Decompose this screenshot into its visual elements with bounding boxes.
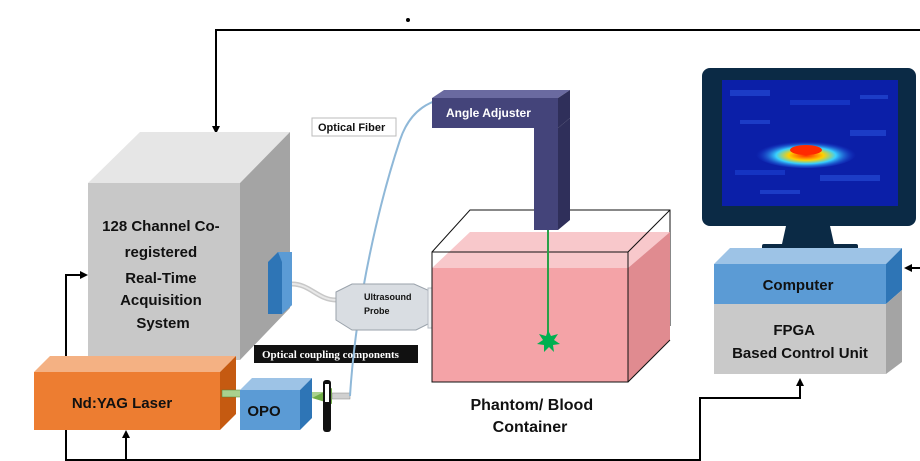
monitor-neck — [782, 226, 834, 244]
acq-front-face — [88, 183, 240, 360]
phantom-liquid-top — [432, 232, 670, 268]
wire-top-loop — [212, 29, 920, 134]
laser-box: Nd:YAG Laser — [34, 356, 236, 430]
fpga-label-line-1: FPGA — [773, 322, 815, 339]
opo-label: OPO — [247, 403, 281, 420]
laser-label: Nd:YAG Laser — [72, 395, 172, 412]
laser-top-face — [34, 356, 236, 372]
opo-front-face — [240, 390, 300, 430]
fpga-box: FPGA Based Control Unit — [714, 290, 902, 374]
opo-side-face — [300, 378, 312, 430]
screen-hotspot-core — [790, 145, 822, 155]
phantom-liquid-side — [628, 232, 670, 382]
screen-speckle — [730, 90, 888, 194]
laser-front-face — [34, 372, 220, 430]
probe-label-line-1: Ultrasound — [364, 292, 412, 302]
opo-box: OPO — [240, 378, 312, 430]
opo-top-face — [240, 378, 312, 390]
svg-text:128 Channel Co- register: 128 Channel Co- registered Real-Time Acq… — [102, 218, 224, 332]
phantom-liquid-front — [432, 268, 628, 382]
fpga-label-line-2: Based Control Unit — [732, 345, 868, 362]
coupling-lens-holder — [323, 380, 331, 432]
acq-label-line-4: Acquisition — [120, 292, 202, 309]
ultrasound-probe: Ultrasound Probe — [335, 283, 439, 331]
svg-text:FPGA Based Control Unit: FPGA Based Control Unit — [732, 322, 868, 362]
optical-fiber-label-box — [311, 117, 397, 137]
acq-top-face — [88, 132, 290, 183]
acq-label-line-3: Real-Time — [125, 270, 196, 287]
acq-label-line-2: registered — [125, 244, 198, 261]
svg-text:Ultrasound Probe: Ultrasound Probe — [364, 292, 414, 316]
phantom-label-line-1: Phantom/ Blood — [470, 397, 593, 414]
phantom-label-line-2: Container — [493, 419, 568, 436]
optical-coupling-label-bg — [254, 345, 418, 363]
acquisition-system-box: 128 Channel Co- registered Real-Time Acq… — [88, 132, 292, 360]
computer-box: Computer — [714, 248, 902, 304]
wire-laser-to-acquisition — [65, 271, 88, 356]
beam-laser-opo — [221, 389, 243, 398]
probe-label-line-2: Probe — [364, 306, 390, 316]
acq-label-line-1: 128 Channel Co- — [102, 218, 220, 235]
optical-coupling-label: Optical coupling components — [262, 349, 400, 361]
monitor — [702, 68, 916, 252]
angle-adjuster: Angle Adjuster — [432, 90, 570, 230]
svg-text:Phantom/ Blood Container: Phantom/ Blood Container — [470, 397, 597, 436]
angle-adjuster-label: Angle Adjuster — [446, 106, 531, 120]
target-burst — [537, 330, 560, 352]
phantom-container: Phantom/ Blood Container — [431, 209, 671, 436]
acq-label-line-5: System — [136, 315, 189, 332]
computer-label: Computer — [763, 277, 834, 294]
optical-fiber-label: Optical Fiber — [318, 122, 386, 134]
connection-wires — [65, 18, 920, 461]
wire-bottom-loop — [65, 378, 804, 461]
